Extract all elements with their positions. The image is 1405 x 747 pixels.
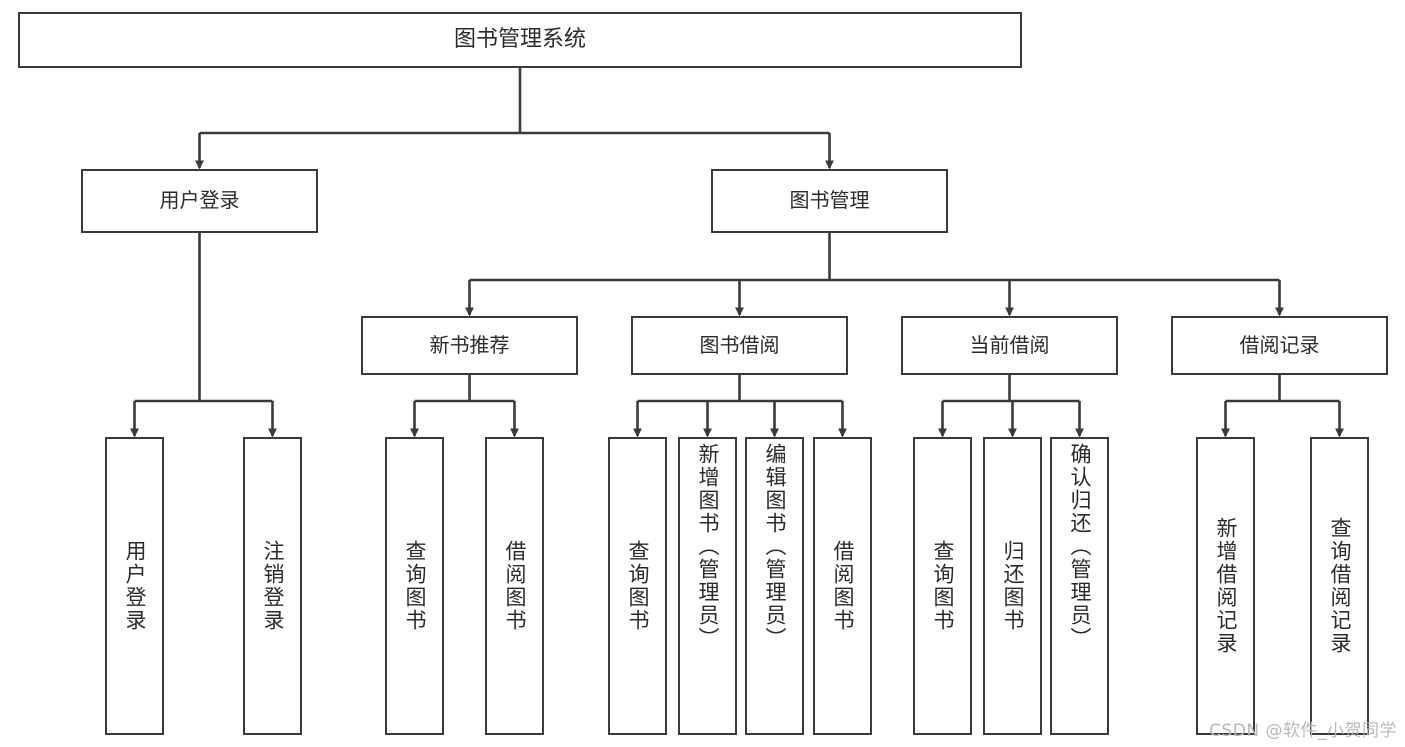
node-label: 用户登录 [159, 188, 240, 213]
node-leaf-query-book-1[interactable]: 查询图书 [385, 437, 444, 735]
node-label: 查询借阅记录 [1328, 517, 1352, 655]
node-current-borrow[interactable]: 当前借阅 [901, 316, 1118, 375]
node-label: 图书借阅 [699, 332, 780, 357]
node-label: 新增图书（管理员） [696, 443, 720, 650]
node-label: 归还图书 [1001, 540, 1025, 632]
node-leaf-query-record[interactable]: 查询借阅记录 [1310, 437, 1369, 735]
node-leaf-confirm-return[interactable]: 确认归还（管理员） [1050, 437, 1109, 735]
node-label: 用户登录 [123, 540, 147, 632]
node-label: 编辑图书（管理员） [763, 443, 787, 650]
node-leaf-user-login[interactable]: 用户登录 [105, 437, 164, 735]
node-label: 查询图书 [626, 540, 650, 632]
node-leaf-borrow-book-1[interactable]: 借阅图书 [485, 437, 544, 735]
node-label: 确认归还（管理员） [1068, 443, 1092, 650]
node-label: 新书推荐 [429, 332, 510, 357]
node-leaf-add-record[interactable]: 新增借阅记录 [1196, 437, 1255, 735]
node-label: 借阅记录 [1239, 332, 1320, 357]
node-root[interactable]: 图书管理系统 [18, 12, 1022, 68]
node-label: 图书管理系统 [453, 27, 586, 53]
node-label: 查询图书 [931, 540, 955, 632]
node-label: 借阅图书 [831, 540, 855, 632]
node-leaf-return-book[interactable]: 归还图书 [983, 437, 1042, 735]
node-leaf-add-book[interactable]: 新增图书（管理员） [678, 437, 737, 735]
node-leaf-user-logout[interactable]: 注销登录 [243, 437, 302, 735]
node-leaf-query-book-3[interactable]: 查询图书 [913, 437, 972, 735]
node-leaf-borrow-book-2[interactable]: 借阅图书 [813, 437, 872, 735]
node-label: 图书管理 [789, 188, 870, 213]
node-label: 新增借阅记录 [1214, 517, 1238, 655]
node-label: 查询图书 [403, 540, 427, 632]
node-label: 当前借阅 [969, 332, 1050, 357]
node-book-manage[interactable]: 图书管理 [711, 169, 948, 233]
node-book-borrow[interactable]: 图书借阅 [631, 316, 848, 375]
node-new-book-rec[interactable]: 新书推荐 [361, 316, 578, 375]
node-user-login[interactable]: 用户登录 [81, 169, 318, 233]
node-borrow-record[interactable]: 借阅记录 [1171, 316, 1388, 375]
node-leaf-query-book-2[interactable]: 查询图书 [608, 437, 667, 735]
node-label: 注销登录 [261, 540, 285, 632]
node-leaf-edit-book[interactable]: 编辑图书（管理员） [745, 437, 804, 735]
node-label: 借阅图书 [503, 540, 527, 632]
